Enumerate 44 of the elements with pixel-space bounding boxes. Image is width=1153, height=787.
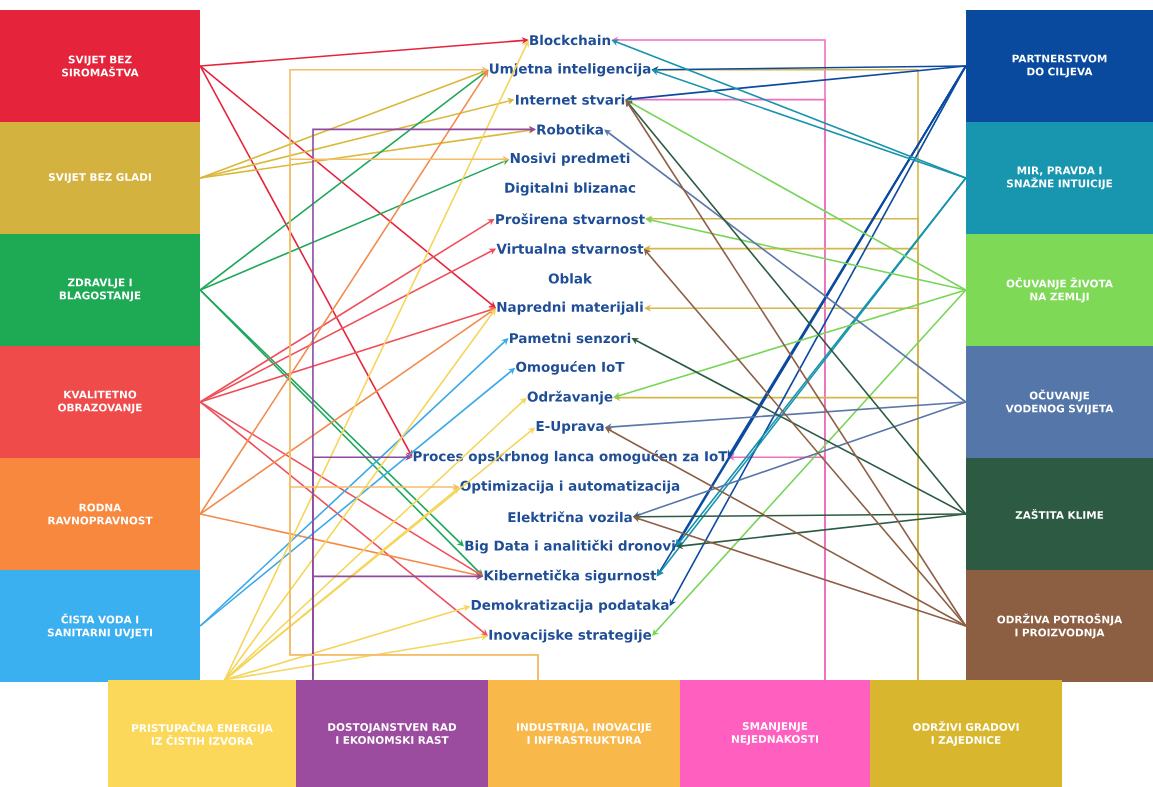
goal-box: MIR, PRAVDA I SNAŽNE INTUICIJE	[966, 122, 1153, 234]
technology-label: Omogućen IoT	[516, 360, 625, 375]
arrow	[613, 289, 967, 399]
goal-box: PRISTUPAČNA ENERGIJA IZ ČISTIH IZVORA	[108, 680, 296, 787]
goal-box: SVIJET BEZ GLADI	[0, 122, 200, 234]
arrow	[199, 306, 496, 403]
goal-box: ZDRAVLJE I BLAGOSTANJE	[0, 234, 200, 346]
goal-box: PARTNERSTVOM DO CILJEVA	[966, 10, 1153, 122]
technology-label: Optimizacija i automatizacija	[460, 480, 680, 494]
technology-label: Oblak	[548, 273, 593, 284]
goal-box: KVALITETNO OBRAZOVANJE	[0, 346, 200, 458]
technology-label: Inovacijske strategije	[489, 629, 652, 643]
goal-box: ODRŽIVA POTROŠNJA I PROIZVODNJA	[966, 570, 1153, 682]
goal-box: INDUSTRIJA, INOVACIJE I INFRASTRUKTURA	[488, 680, 680, 787]
goal-box: RODNA RAVNOPRAVNOST	[0, 458, 200, 570]
technology-label: Digitalni blizanac	[505, 182, 636, 196]
goal-box: ČISTA VODA I SANITARNI UVJETI	[0, 570, 200, 682]
goal-box: SVIJET BEZ SIROMAŠTVA	[0, 10, 200, 122]
technology-label: Nosivi predmeti	[510, 152, 630, 166]
technology-label: Održavanje	[527, 390, 613, 405]
goal-box: SMANJENJE NEJEDNAKOSTI	[680, 680, 870, 787]
technology-label: Kibernetička sigurnost	[484, 569, 657, 584]
arrow	[224, 308, 496, 681]
goal-box: DOSTOJANSTVEN RAD I EKONOMSKI RAST	[296, 680, 488, 787]
arrow	[613, 394, 919, 681]
goal-box: OČUVANJE VODENOG SVIJETA	[966, 346, 1153, 458]
technology-label: Robotika	[537, 124, 603, 135]
arrow	[604, 129, 967, 403]
goal-box: OČUVANJE ŽIVOTA NA ZEMLJI	[966, 234, 1153, 346]
technology-label: E-Uprava	[536, 421, 604, 434]
arrow	[199, 126, 536, 179]
technology-label: Električna vozila	[508, 511, 632, 523]
technology-label: Proširena stvarnost	[496, 213, 645, 225]
arrow	[676, 513, 967, 550]
technology-label: Big Data i analitički dronovi	[465, 539, 675, 554]
technology-label: Internet stvari	[516, 94, 625, 105]
technology-label: Pametni senzori	[510, 332, 631, 344]
goal-box: ODRŽIVI GRADOVI I ZAJEDNICE	[870, 680, 1062, 787]
technology-label: Napredni materijali	[497, 301, 643, 315]
goal-box: ZAŠTITA KLIME	[966, 458, 1153, 570]
arrow	[289, 483, 539, 681]
technology-label: Demokratizacija podataka	[471, 599, 669, 613]
technology-label: Virtualna stvarnost	[496, 243, 644, 254]
technology-label: Blockchain	[530, 34, 611, 46]
